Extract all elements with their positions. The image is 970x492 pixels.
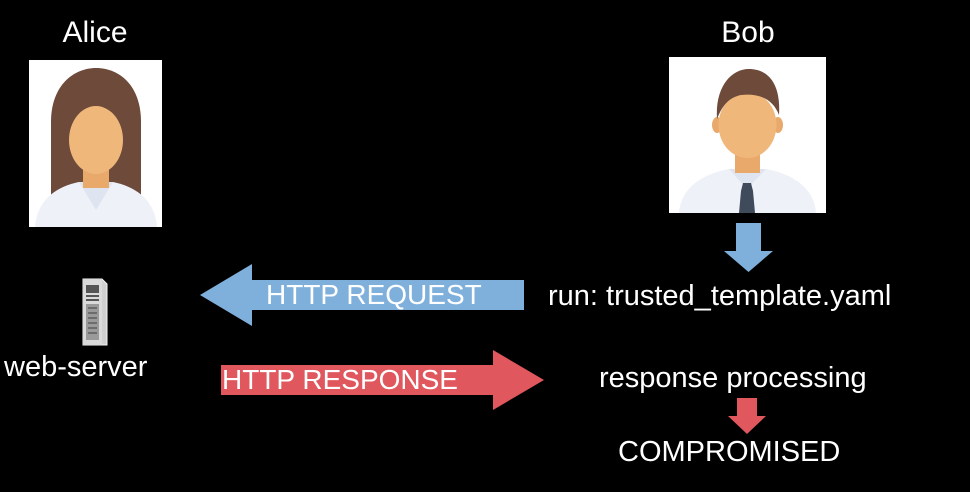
woman-avatar-icon xyxy=(35,68,157,227)
http-response-label: HTTP RESPONSE xyxy=(222,364,458,395)
server-icon-wrap xyxy=(78,277,108,347)
bob-name: Bob xyxy=(721,16,775,49)
result-arrow xyxy=(728,398,766,434)
arrow-down-icon xyxy=(724,223,773,272)
server-tower-icon xyxy=(82,278,108,346)
bob-avatar xyxy=(669,57,826,213)
man-avatar-icon xyxy=(679,69,816,213)
arrow-right-icon xyxy=(221,350,544,410)
arrow-down-icon xyxy=(728,398,766,434)
alice-name: Alice xyxy=(62,16,128,49)
http-request-label: HTTP REQUEST xyxy=(266,279,482,310)
http-request-arrow: HTTP REQUEST xyxy=(200,264,524,326)
result-text: COMPROMISED xyxy=(618,436,841,468)
alice-avatar xyxy=(29,60,162,227)
command-text: run: trusted_template.yaml xyxy=(548,280,892,312)
server-label: web-server xyxy=(4,351,148,383)
processing-text: response processing xyxy=(599,362,867,394)
arrow-left-icon xyxy=(200,264,524,326)
http-response-arrow: HTTP RESPONSE xyxy=(221,350,544,410)
command-arrow xyxy=(724,223,774,273)
